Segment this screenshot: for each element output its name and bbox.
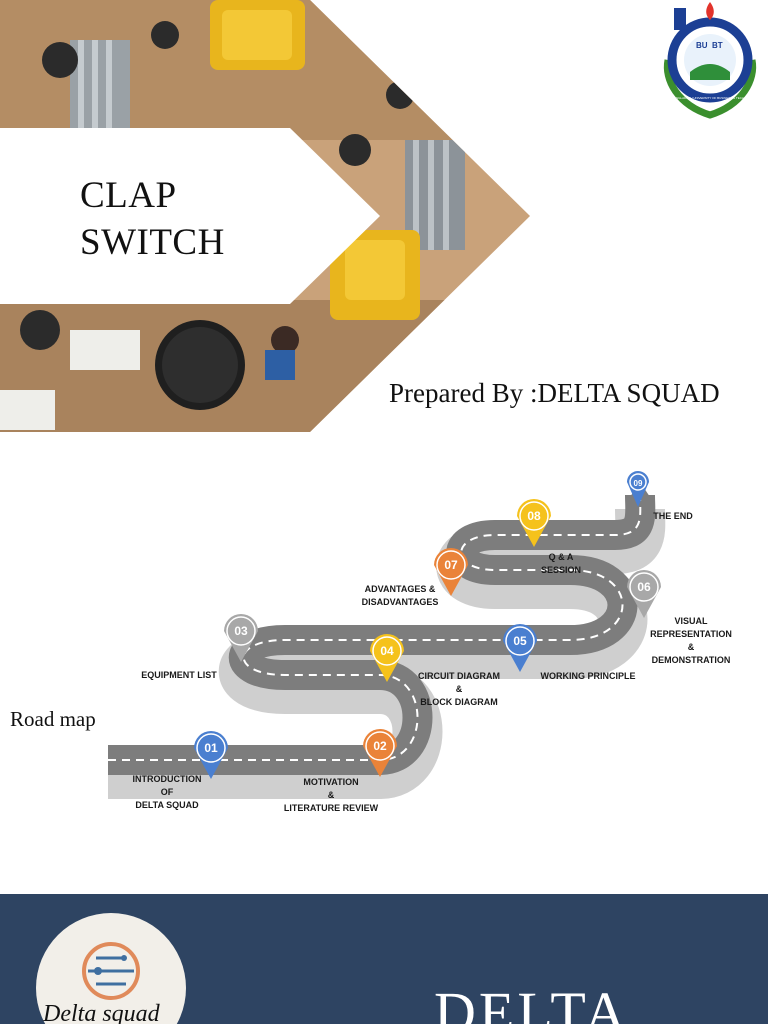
milestone-pin-02: 02	[363, 729, 397, 777]
milestone-pin-06: 06	[627, 570, 661, 618]
milestone-number: 08	[527, 509, 541, 523]
footer-big-text: DELTA	[434, 980, 630, 1024]
team-logo-text: Delta squad	[43, 1001, 160, 1024]
milestone-label-line: &	[327, 790, 335, 800]
milestone-label-08: Q & A SESSION	[541, 551, 581, 577]
milestone-number: 03	[234, 624, 248, 638]
logo-initials-left: BU	[696, 41, 708, 50]
milestone-label-line: BLOCK DIAGRAM	[420, 697, 498, 707]
milestone-number: 04	[380, 644, 394, 658]
milestone-pin-08: 08	[517, 499, 551, 547]
milestone-label-01: INTRODUCTION OF DELTA SQUAD	[133, 773, 202, 812]
milestone-pin-07: 07	[434, 548, 468, 596]
logo-initials-right: BT	[712, 41, 723, 50]
milestone-label-line: MOTIVATION	[303, 777, 359, 787]
milestone-label-line: ADVANTAGES &	[364, 584, 436, 594]
milestone-number: 09	[634, 479, 643, 488]
milestone-number: 07	[444, 558, 458, 572]
presentation-title: CLAP SWITCH	[80, 172, 225, 266]
milestone-label-line: DISADVANTAGES	[361, 597, 439, 607]
milestone-label-04: CIRCUIT DIAGRAM & BLOCK DIAGRAM	[418, 670, 500, 709]
milestone-label-06: VISUAL REPRESENTATION & DEMONSTRATION	[650, 615, 732, 667]
roadmap-heading: Road map	[10, 707, 96, 731]
milestone-label-line: &	[455, 684, 463, 694]
milestone-label-line: EQUIPMENT LIST	[141, 670, 217, 680]
milestone-label-line: INTRODUCTION	[132, 774, 202, 784]
milestone-label-09: THE END	[653, 510, 693, 523]
logo-ring-text: BANGLADESH UNIVERSITY OF BUSINESS & TECH…	[672, 96, 757, 100]
team-logo	[36, 913, 186, 1024]
milestone-label-07: ADVANTAGES & DISADVANTAGES	[362, 583, 439, 609]
milestone-number: 05	[513, 634, 527, 648]
milestone-label-03: EQUIPMENT LIST	[141, 669, 217, 682]
circuit-board-photo	[0, 0, 530, 432]
milestone-label-05: WORKING PRINCIPLE	[540, 670, 635, 683]
milestone-label-line: SESSION	[540, 565, 582, 575]
milestone-pin-09: 09	[627, 471, 649, 507]
milestone-pin-04: 04	[370, 634, 404, 682]
prepared-by-text: Prepared By :DELTA SQUAD	[389, 378, 720, 408]
team-logo-chip-icon	[82, 942, 140, 1000]
milestone-pin-05: 05	[503, 624, 537, 672]
milestone-number: 02	[373, 739, 387, 753]
milestone-number: 01	[204, 741, 218, 755]
milestone-pin-03: 03	[224, 614, 258, 662]
milestone-label-line: OF	[160, 787, 174, 797]
milestone-label-line: Q & A	[548, 552, 574, 562]
milestone-label-line: &	[687, 642, 695, 652]
milestone-number: 06	[637, 580, 651, 594]
milestone-label-line: DELTA SQUAD	[135, 800, 199, 810]
milestone-label-line: THE END	[653, 511, 693, 521]
milestone-label-line: DEMONSTRATION	[651, 655, 731, 665]
milestone-label-line: REPRESENTATION	[650, 629, 732, 639]
milestone-label-line: CIRCUIT DIAGRAM	[418, 671, 500, 681]
milestone-label-line: WORKING PRINCIPLE	[540, 671, 636, 681]
milestone-pin-01: 01	[194, 731, 228, 779]
milestone-label-line: LITERATURE REVIEW	[283, 803, 379, 813]
university-logo: BU BT BANGLADESH UNIVERSITY OF BUSINESS …	[663, 2, 757, 119]
title-line-2: SWITCH	[80, 222, 225, 263]
footer-band: Delta squad DELTA	[0, 894, 768, 1024]
title-line-1: CLAP	[80, 175, 177, 216]
milestone-label-line: VISUAL	[674, 616, 708, 626]
milestone-label-02: MOTIVATION & LITERATURE REVIEW	[284, 776, 378, 815]
